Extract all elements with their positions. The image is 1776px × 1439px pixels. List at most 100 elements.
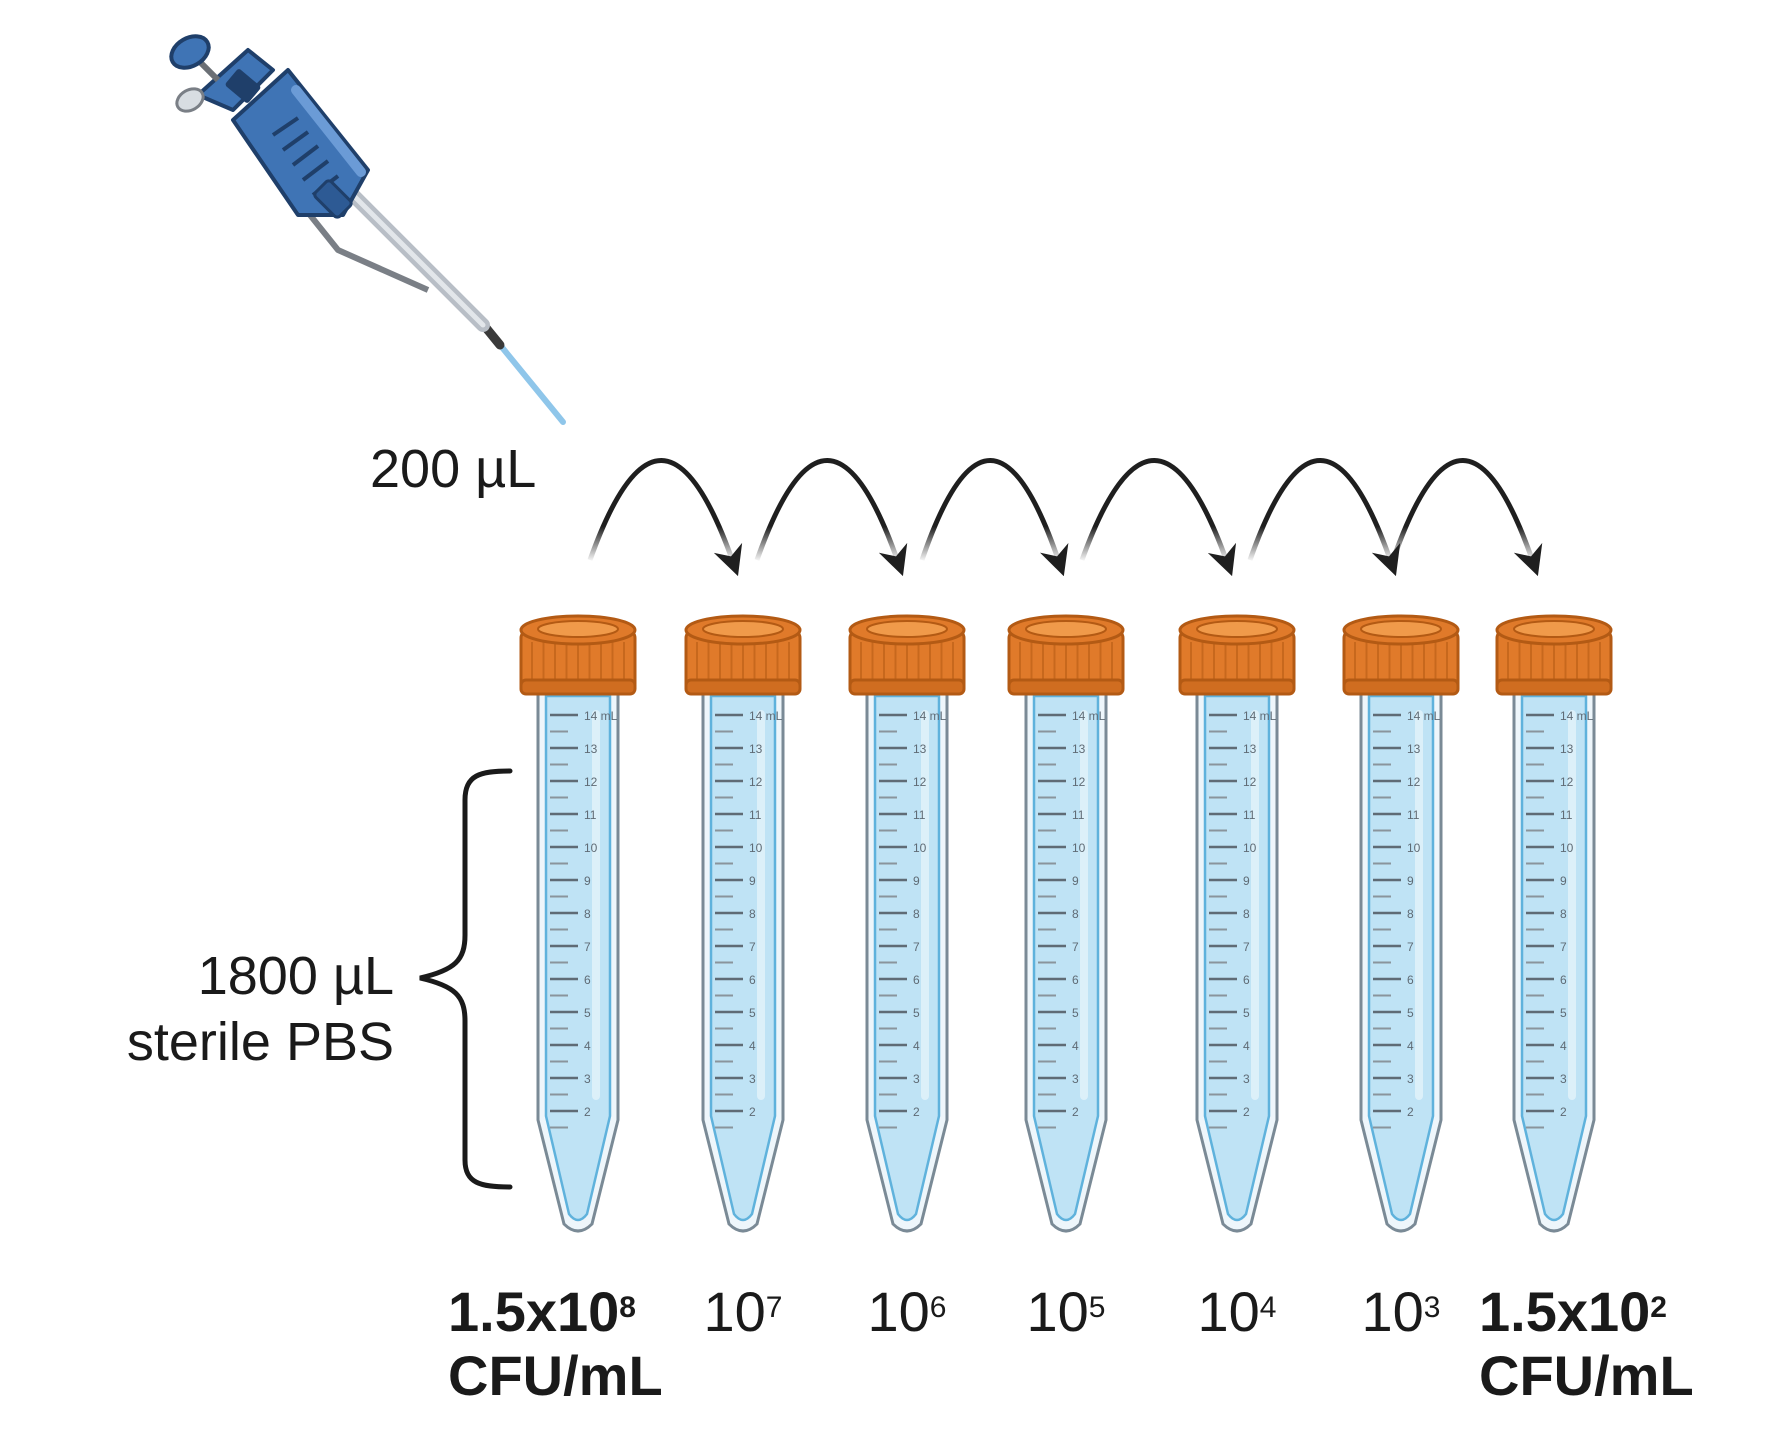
tube-tick-label: 12 [1072, 775, 1086, 789]
tube-tick-label: 2 [584, 1105, 591, 1119]
tube-tick-label: 4 [913, 1039, 920, 1053]
tube-tick-label: 6 [1072, 973, 1079, 987]
tube-tick-label: 7 [913, 940, 920, 954]
tube-tick-label: 4 [1560, 1039, 1567, 1053]
tube-tick-label: 11 [1072, 808, 1085, 822]
tube-highlight [757, 710, 765, 1100]
tube-tick-label: 5 [1407, 1006, 1414, 1020]
tube-tick-label: 9 [749, 874, 756, 888]
tube-highlight [1415, 710, 1423, 1100]
tube-tick-label: 6 [913, 973, 920, 987]
tube-highlight [1080, 710, 1088, 1100]
tube-tick-label: 12 [1407, 775, 1421, 789]
tube-tick-label: 11 [913, 808, 926, 822]
tube-liquid [1203, 694, 1271, 1222]
tube-tick-label: 9 [584, 874, 591, 888]
transfer-arrow-icon [919, 458, 1069, 577]
concentration-base: 10 [867, 1280, 930, 1343]
concentration-exponent: 3 [1423, 1291, 1441, 1324]
tube-tick-label: 4 [749, 1039, 756, 1053]
tube-tick-label: 13 [1243, 742, 1257, 756]
tube-tick-label: 10 [749, 841, 763, 855]
tube-tick-label: 4 [1407, 1039, 1414, 1053]
tube-tick-label: 3 [584, 1072, 591, 1086]
tube-tick-label: 2 [1072, 1105, 1079, 1119]
tube-tick-label: 12 [584, 775, 598, 789]
tube-tick-label: 3 [749, 1072, 756, 1086]
tube-cap [519, 614, 637, 696]
concentration-exponent: 4 [1259, 1291, 1277, 1324]
tube-tick-label: 3 [1407, 1072, 1414, 1086]
transfer-arrow-icon [1247, 458, 1401, 577]
tube-tick-label: 10 [913, 841, 927, 855]
tube-tick-label: 13 [1072, 742, 1086, 756]
tube-cap [1495, 614, 1613, 696]
tube-highlight [1251, 710, 1259, 1100]
tube-tick-label: 8 [1072, 907, 1079, 921]
concentration-exponent: 2 [1650, 1291, 1667, 1324]
tube-tick-label: 8 [913, 907, 920, 921]
tube-tick-label: 12 [749, 775, 763, 789]
tube-tick-label: 14 mL [913, 709, 947, 723]
tube-tick-label: 8 [749, 907, 756, 921]
tube-tick-label: 10 [1072, 841, 1086, 855]
transfer-arrow-icon [1079, 458, 1237, 577]
tube-tick-label: 7 [749, 940, 756, 954]
concentration-base: 10 [1361, 1280, 1424, 1343]
concentration-label-3: 106 [868, 1280, 947, 1344]
tube-tick-label: 4 [1072, 1039, 1079, 1053]
tube-tick-label: 9 [1243, 874, 1250, 888]
concentration-base: 10 [1197, 1280, 1260, 1343]
tube-tick-label: 9 [1560, 874, 1567, 888]
concentration-base: 10 [1026, 1280, 1089, 1343]
tube-tick-label: 3 [1243, 1072, 1250, 1086]
diluent-volume: 1800 µL [197, 946, 394, 1006]
tube-tick-label: 13 [584, 742, 598, 756]
concentration-label-2: 107 [704, 1280, 783, 1344]
tube-tick-label: 11 [584, 808, 597, 822]
concentration-exponent: 7 [765, 1291, 783, 1324]
tube-tick-label: 7 [584, 940, 591, 954]
concentration-exponent: 5 [1088, 1291, 1106, 1324]
tube-tick-label: 12 [913, 775, 927, 789]
tube-liquid [544, 694, 612, 1222]
tube-tick-label: 7 [1560, 940, 1567, 954]
tube-tick-label: 11 [1560, 808, 1573, 822]
tube-highlight [1568, 710, 1576, 1100]
concentration-base: 1.5x10 [448, 1280, 620, 1343]
tube-tick-label: 8 [1407, 907, 1414, 921]
tube-tick-label: 2 [749, 1105, 756, 1119]
curly-brace-icon [419, 768, 513, 1190]
tube-tick-label: 7 [1243, 940, 1250, 954]
tube-tick-label: 5 [913, 1006, 920, 1020]
tube-tick-label: 12 [1243, 775, 1257, 789]
tube-tick-label: 2 [1243, 1105, 1250, 1119]
tube-tick-label: 6 [1560, 973, 1567, 987]
tube-highlight [921, 710, 929, 1100]
tube-tick-label: 9 [913, 874, 920, 888]
tube-tick-label: 13 [913, 742, 927, 756]
tube-tick-label: 14 mL [584, 709, 618, 723]
tube-cap [848, 614, 966, 696]
concentration-unit: CFU/mL [448, 1344, 663, 1407]
concentration-label-4: 105 [1027, 1280, 1106, 1344]
tube-tick-label: 9 [1407, 874, 1414, 888]
tube-liquid [1032, 694, 1100, 1222]
tube-liquid [1520, 694, 1588, 1222]
tube-tick-label: 14 mL [1407, 709, 1441, 723]
tube-tick-label: 10 [1243, 841, 1257, 855]
tube-cap [684, 614, 802, 696]
tube-tick-label: 14 mL [1072, 709, 1106, 723]
tube-tick-label: 13 [1560, 742, 1574, 756]
tube-tick-label: 2 [913, 1105, 920, 1119]
tube-tick-label: 4 [584, 1039, 591, 1053]
diluent-label: 1800 µL sterile PBS [127, 943, 394, 1075]
